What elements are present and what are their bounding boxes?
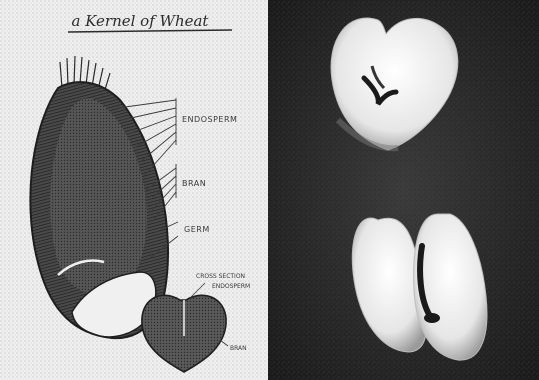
diagram-title: a Kernel of Wheat — [72, 12, 210, 30]
kernel-photo-panel — [268, 0, 539, 380]
kernel-photo — [268, 0, 539, 380]
label-endosperm-small: ENDOSPERM — [212, 283, 250, 290]
label-endosperm: ENDOSPERM — [182, 115, 237, 124]
label-germ: GERM — [184, 225, 210, 234]
kernel-bottom-germ-dot — [424, 313, 440, 323]
kernel-diagram-panel: a Kernel of Wheat — [0, 0, 268, 380]
label-bran-small: BRAN — [230, 345, 247, 352]
kernel-diagram: a Kernel of Wheat — [0, 0, 268, 380]
label-cross-section: CROSS SECTION — [196, 273, 245, 280]
label-bran: BRAN — [182, 179, 206, 188]
